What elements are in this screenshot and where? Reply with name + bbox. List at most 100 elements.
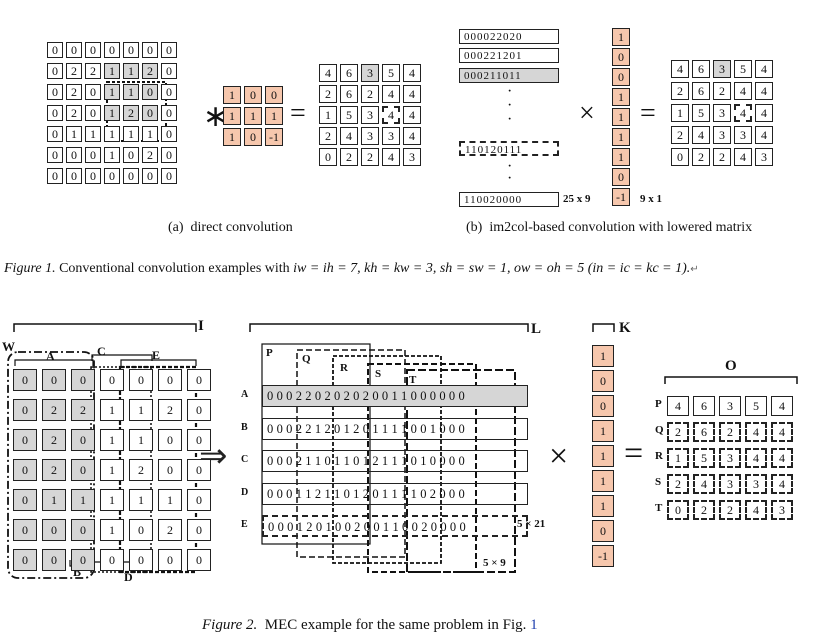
kernel-cell-1a: 1 [265, 107, 283, 125]
output-cell-2: 4 [771, 396, 793, 416]
output-cell-1b: 3 [734, 126, 752, 144]
output-cell-2: 1 [667, 448, 689, 468]
output-cell-2: 0 [667, 500, 689, 520]
input-cell-2: 0 [187, 369, 211, 391]
equals-sign-1b: = [640, 98, 656, 129]
output-cell-2: 6 [693, 422, 715, 442]
brace-I [13, 323, 197, 332]
input-cell-2: 0 [158, 429, 182, 451]
output-cell-1b: 0 [671, 148, 689, 166]
window-letter: Q [302, 353, 311, 365]
figure2-caption-text: MEC example for the same problem in Fig. [257, 617, 531, 633]
window-P [261, 343, 371, 545]
kernel-col-cell-1b: 1 [612, 128, 630, 146]
kernel-col-cell-1b: 0 [612, 48, 630, 66]
im2col-row: 110020000 [459, 192, 559, 207]
input-cell-2: 0 [187, 549, 211, 571]
input-cell-2: 0 [100, 549, 124, 571]
caption-direct-convolution: (a) direct convolution [168, 220, 293, 235]
output-cell-2: 3 [719, 396, 741, 416]
output-cell-1b: 2 [671, 126, 689, 144]
input-cell-2: 1 [100, 459, 124, 481]
input-cell-2: 1 [100, 489, 124, 511]
label-L: L [531, 321, 542, 337]
lowered-row: 0 0 0 2 2 0 2 0 2 0 2 0 0 1 1 0 0 0 0 0 … [262, 385, 528, 407]
input-cell-1a: 2 [123, 105, 139, 121]
input-cell-2: 0 [158, 369, 182, 391]
caption-im2col: (b) im2col-based convolution with lowere… [466, 220, 753, 235]
input-cell-2: 0 [187, 399, 211, 421]
brace-K [592, 323, 615, 332]
input-cell-1a: 0 [142, 168, 158, 184]
input-cell-2: 2 [158, 399, 182, 421]
output-cell-1a: 2 [319, 127, 337, 145]
label-E: E [152, 348, 161, 362]
figure2-caption: Figure 2. MEC example for the same probl… [202, 617, 538, 634]
output-cell-1a: 4 [403, 127, 421, 145]
output-cell-1a: 1 [319, 106, 337, 124]
input-cell-2: 0 [129, 549, 153, 571]
input-cell-1a: 0 [161, 84, 177, 100]
lowered-row-label: C [241, 454, 249, 465]
equals-sign-1a: = [290, 98, 306, 129]
input-cell-1a: 1 [85, 126, 101, 142]
output-cell-2: 4 [771, 448, 793, 468]
window-letter: R [340, 362, 348, 374]
input-cell-2: 1 [129, 399, 153, 421]
im2col-row: 110120111 [459, 141, 559, 156]
input-cell-2: 1 [129, 429, 153, 451]
kernel-cell-1a: 1 [244, 107, 262, 125]
kernel-column-size: 9 x 1 [640, 193, 662, 205]
input-cell-2: 0 [187, 489, 211, 511]
times-sign-1b: × [579, 98, 595, 129]
output-cell-2: 4 [745, 422, 767, 442]
output-cell-1a: 4 [382, 85, 400, 103]
return-mark: ↵ [690, 264, 699, 275]
output-cell-1a: 0 [319, 148, 337, 166]
output-cell-2: 3 [771, 500, 793, 520]
output-cell-1b: 3 [713, 126, 731, 144]
window-letter: S [375, 368, 382, 380]
input-cell-2: 0 [71, 369, 95, 391]
output-cell-1a: 6 [340, 64, 358, 82]
kernel-col-cell-2: 0 [592, 520, 614, 542]
kernel-col-cell-1b: 1 [612, 148, 630, 166]
input-cell-1a: 1 [104, 63, 120, 79]
input-cell-2: 1 [100, 429, 124, 451]
input-cell-1a: 1 [104, 147, 120, 163]
output-cell-1b: 5 [734, 60, 752, 78]
input-cell-2: 2 [42, 399, 66, 421]
input-cell-1a: 2 [142, 63, 158, 79]
figure1-caption-math: iw = ih = 7, kh = kw = 3, sh = sw = 1, o… [293, 261, 691, 276]
brace-O [664, 376, 798, 384]
lowered-row-label: A [241, 389, 249, 400]
output-cell-2: 3 [719, 448, 741, 468]
kernel-cell-1a: 0 [244, 86, 262, 104]
output-cell-1a: 2 [361, 85, 379, 103]
label-D: D [124, 570, 133, 584]
input-cell-2: 2 [129, 459, 153, 481]
figure1-caption-label: Figure 1. [4, 261, 56, 276]
output-cell-1b: 4 [755, 82, 773, 100]
input-cell-1a: 1 [104, 126, 120, 142]
label-A: A [46, 349, 55, 363]
input-cell-1a: 0 [161, 147, 177, 163]
lowered-size: 5 × 21 [517, 518, 546, 530]
input-cell-2: 0 [13, 489, 37, 511]
output-cell-1b: 4 [692, 126, 710, 144]
kernel-cell-1a: 0 [265, 86, 283, 104]
input-cell-1a: 0 [85, 42, 101, 58]
window-Q [296, 349, 406, 558]
input-cell-1a: 0 [66, 42, 82, 58]
output-cell-1b: 4 [671, 60, 689, 78]
input-cell-2: 1 [100, 399, 124, 421]
input-cell-1a: 0 [142, 42, 158, 58]
output-cell-1b: 4 [734, 82, 752, 100]
output-cell-2: 4 [745, 448, 767, 468]
input-cell-2: 1 [100, 519, 124, 541]
ellipsis-dot: · [507, 97, 513, 114]
window-letter: P [266, 347, 273, 359]
kernel-col-cell-1b: 1 [612, 88, 630, 106]
im2col-matrix-size: 25 x 9 [563, 193, 591, 205]
